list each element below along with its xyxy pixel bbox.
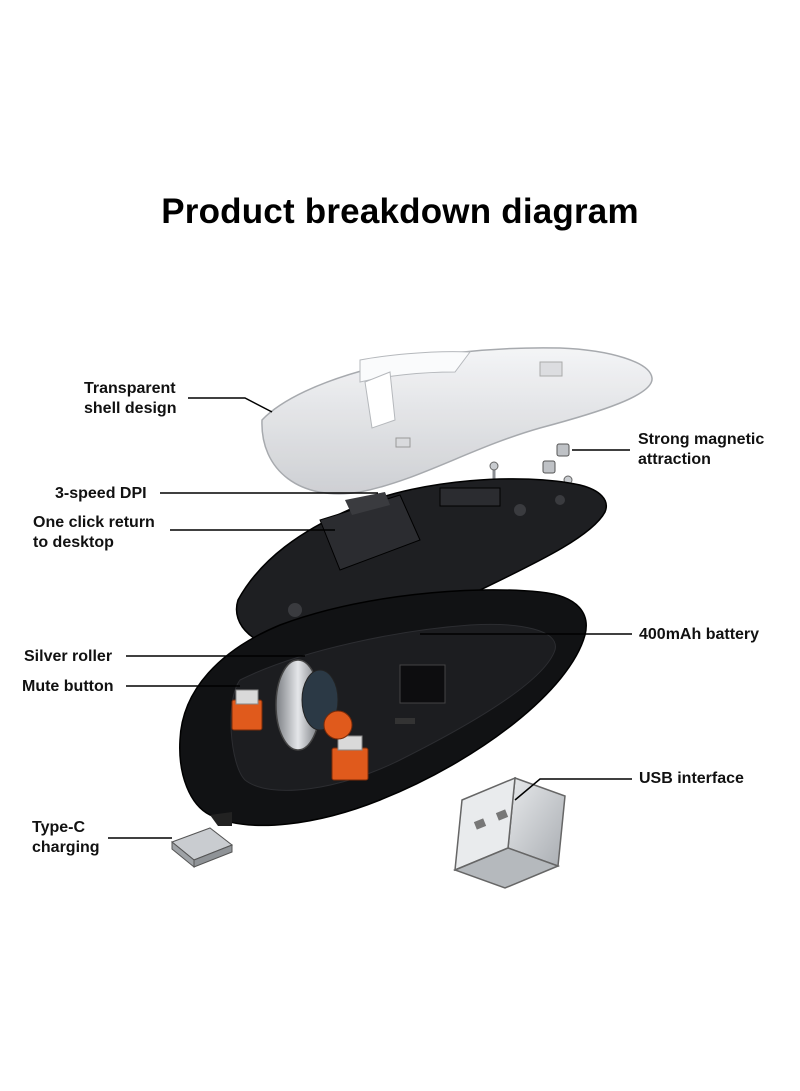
label-type-c-line1: Type-C [32,819,86,836]
transparent-shell [261,347,653,495]
label-type-c-charging: Type-C charging [32,818,100,858]
diagram-title: Product breakdown diagram [161,192,639,231]
label-usb-interface: USB interface [639,769,744,789]
mute-buttons [231,689,369,781]
leader-lines [108,397,632,839]
label-usb-interface-text: USB interface [639,770,744,787]
label-silver-roller: Silver roller [24,647,112,667]
bottom-base [179,589,587,827]
label-transparent-shell-line2: shell design [84,400,177,417]
label-magnetic-attraction: Strong magnetic attraction [638,430,764,470]
label-mute-button: Mute button [22,677,114,697]
leader-usb [514,778,632,801]
label-magnetic-attraction-line2: attraction [638,451,711,468]
label-mute-button-text: Mute button [22,678,114,695]
label-silver-roller-text: Silver roller [24,648,113,665]
label-battery-text: 400mAh battery [639,626,760,643]
label-battery: 400mAh battery [639,625,759,645]
label-3-speed-dpi-text: 3-speed DPI [55,485,147,502]
leader-shell [188,397,273,413]
middle-frame [235,478,607,651]
label-transparent-shell-line1: Transparent [84,380,176,397]
label-one-click-return-line1: One click return [33,514,155,531]
label-one-click-return-line2: to desktop [33,534,114,551]
magnets [542,443,570,474]
usb-receiver [452,776,566,889]
label-transparent-shell: Transparent shell design [84,379,176,419]
label-type-c-line2: charging [32,839,100,856]
label-3-speed-dpi: 3-speed DPI [55,484,147,504]
type-c-connector [171,827,234,869]
label-one-click-return: One click return to desktop [33,513,155,553]
label-magnetic-attraction-line1: Strong magnetic [638,431,765,448]
battery-chip [399,664,446,704]
